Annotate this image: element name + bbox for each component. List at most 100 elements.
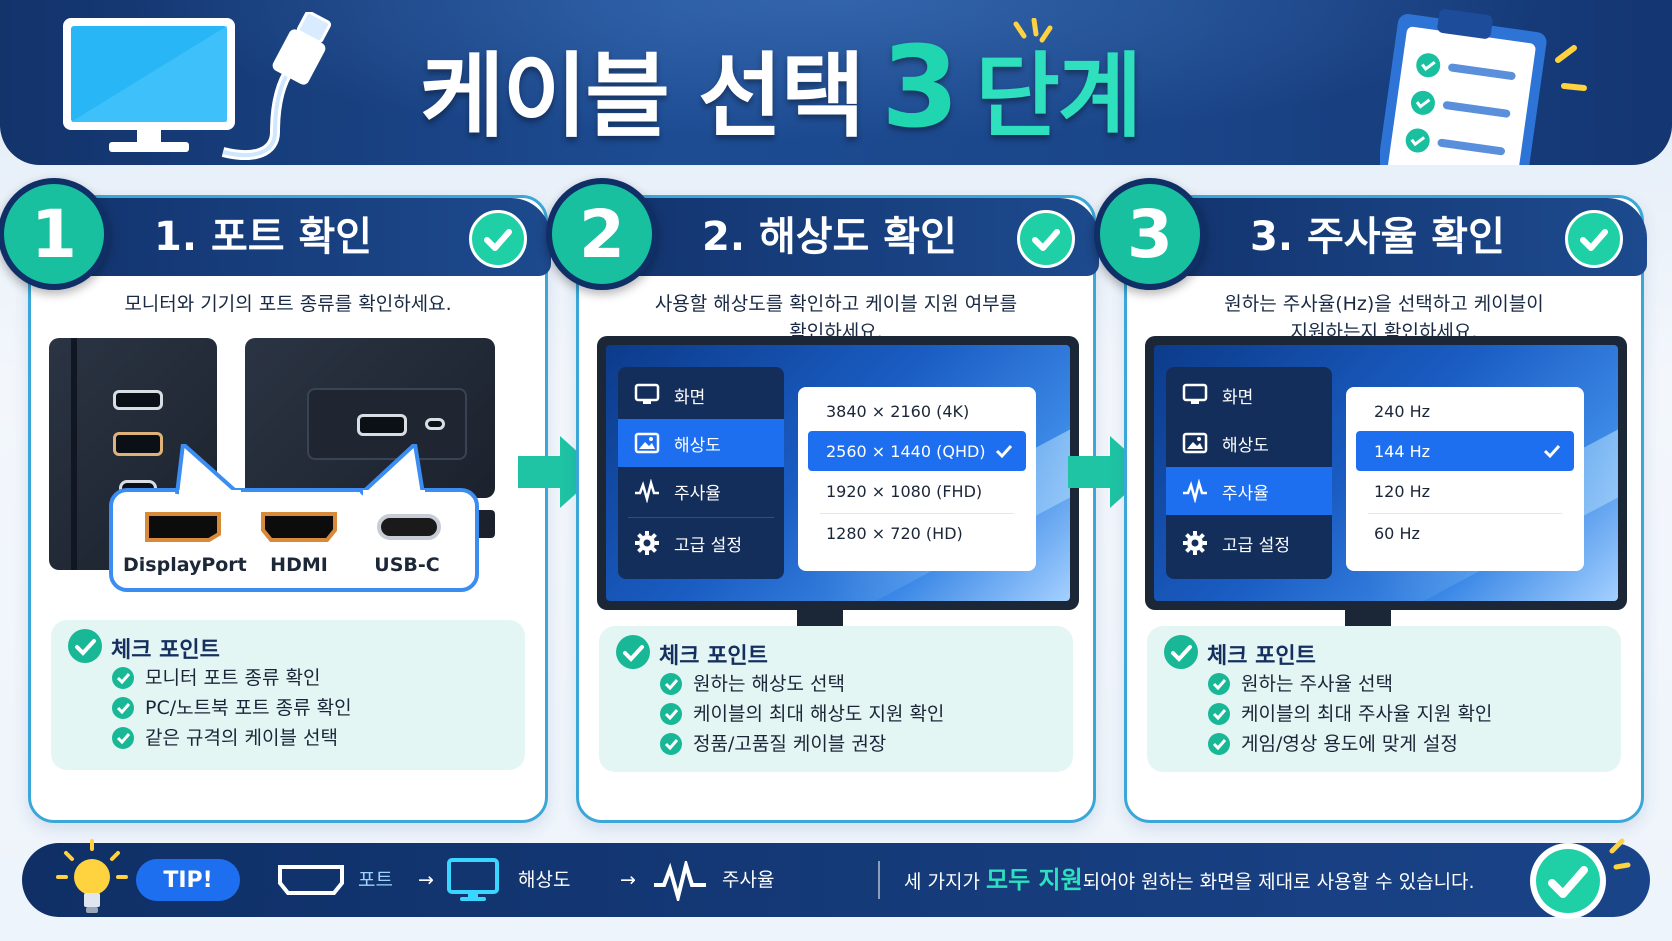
step-3-title: 3. 주사율 확인 [1250,214,1505,260]
image-icon [634,432,660,454]
checkpoint-item: 게임/영상 용도에 맞게 설정 [1208,730,1458,758]
menu-item-display[interactable]: 화면 [618,371,784,419]
checkpoint-item: PC/노트북 포트 종류 확인 [112,694,352,722]
monitor-cable-icon [63,12,332,160]
port-label-usb-c: USB-C [374,554,440,576]
check-icon [660,733,682,755]
description-line: 원하는 주사율(Hz)을 선택하고 케이블이 [1224,293,1544,315]
step-3-panel: 3 3. 주사율 확인 원하는 주사율(Hz)을 선택하고 케이블이 지원하는지… [1094,178,1647,823]
step-2-checkpoints: 체크 포인트 원하는 해상도 선택 케이블의 최대 해상도 지원 확인 정품/고… [599,626,1073,772]
check-icon [112,667,134,689]
check-icon [660,673,682,695]
menu-item-refresh-rate[interactable]: 주사율 [618,467,784,515]
resolution-option[interactable]: 1280 × 720 (HD) [808,513,1026,553]
tip-bar: TIP! 포트 → 해상도 → 주사율 세 가지가 모두 지원되어야 원하는 화… [22,838,1650,919]
pulse-icon [654,861,706,901]
image-icon [1182,432,1208,454]
tip-message: 세 가지가 모두 지원되어야 원하는 화면을 제대로 사용할 수 있습니다. [904,863,1475,897]
check-icon [1208,703,1230,725]
check-icon [112,697,134,719]
option-label: 2560 × 1440 (QHD) [826,441,986,461]
checkpoint-item: 모니터 포트 종류 확인 [112,664,321,692]
divider [878,861,880,899]
checkpoint-item: 케이블의 최대 해상도 지원 확인 [660,700,944,728]
checkpoint-text: 원하는 해상도 선택 [693,673,845,695]
displayport-icon [113,432,163,456]
description-line: 사용할 해상도를 확인하고 케이블 지원 여부를 [654,293,1018,315]
checkpoint-text: PC/노트북 포트 종류 확인 [145,697,352,719]
checkpoint-text: 모니터 포트 종류 확인 [145,667,321,689]
settings-menu: 화면 해상도 주사율 고급 설정 [1166,367,1332,579]
gear-icon [635,531,659,555]
monitor-screen: 화면 해상도 주사율 고급 설정 240 Hz 144 Hz [1154,345,1618,601]
refresh-option[interactable]: 120 Hz [1356,471,1574,511]
menu-label: 고급 설정 [674,535,742,556]
refresh-option-selected[interactable]: 144 Hz [1356,431,1574,471]
monitor-icon [634,383,660,404]
checkpoint-text: 정품/고품질 케이블 권장 [693,733,887,755]
tip-flow-resolution: 해상도 [518,869,571,891]
step-1-number: 1 [0,178,110,290]
check-icon [469,210,527,268]
option-label: 144 Hz [1374,441,1431,461]
menu-item-advanced[interactable]: 고급 설정 [1166,519,1332,567]
checkpoint-item: 정품/고품질 케이블 권장 [660,730,887,758]
option-label: 60 Hz [1374,523,1420,543]
step-3-header: 3 3. 주사율 확인 [1094,178,1647,290]
tip-flow-arrow: → [620,869,636,891]
menu-item-refresh-rate[interactable]: 주사율 [1166,467,1332,515]
option-label: 1920 × 1080 (FHD) [826,481,983,501]
step-1-header: 1 1. 포트 확인 [0,178,551,290]
tip-flow-arrow: → [418,869,434,891]
refresh-option[interactable]: 240 Hz [1356,391,1574,431]
clipboard-icon [1380,9,1587,165]
resolution-option[interactable]: 3840 × 2160 (4K) [808,391,1026,431]
monitor-refresh-settings: 화면 해상도 주사율 고급 설정 240 Hz 144 Hz [1145,336,1627,610]
title-number: 3 [881,23,959,153]
check-icon [68,629,102,663]
refresh-option[interactable]: 60 Hz [1356,513,1574,553]
menu-label: 주사율 [674,483,721,504]
pulse-icon [1183,479,1207,503]
menu-label: 고급 설정 [1222,535,1290,556]
menu-item-advanced[interactable]: 고급 설정 [618,519,784,567]
displayport-icon [145,512,221,542]
resolution-option[interactable]: 1920 × 1080 (FHD) [808,471,1026,511]
checkpoint-item: 같은 규격의 케이블 선택 [112,724,338,752]
lightbulb-icon [56,839,128,913]
monitor-back-ports-image [245,338,495,498]
refresh-rate-options: 240 Hz 144 Hz 120 Hz 60 Hz [1346,387,1584,571]
checkpoint-text: 같은 규격의 케이블 선택 [145,727,338,749]
tip-badge: TIP! [136,859,240,901]
hdmi-port-icon [278,865,344,895]
check-icon [1543,444,1561,459]
port-label-displayport: DisplayPort [123,554,247,576]
monitor-screen: 화면 해상도 주사율 고급 설정 3840 × 2160 (4K) [606,345,1070,601]
checkpoint-title: 체크 포인트 [659,644,768,669]
menu-item-resolution[interactable]: 해상도 [618,419,784,467]
checkpoint-item: 케이블의 최대 주사율 지원 확인 [1208,700,1492,728]
check-icon [616,635,650,669]
checkpoint-text: 게임/영상 용도에 맞게 설정 [1241,733,1458,755]
resolution-option-selected[interactable]: 2560 × 1440 (QHD) [808,431,1026,471]
settings-menu: 화면 해상도 주사율 고급 설정 [618,367,784,579]
option-label: 3840 × 2160 (4K) [826,401,970,421]
menu-item-resolution[interactable]: 해상도 [1166,419,1332,467]
port-callout: DisplayPort HDMI USB-C [109,444,479,592]
hdmi-port-icon [261,512,337,542]
page-title: 케이블 선택 3 단계 [420,23,1142,153]
check-icon [112,727,134,749]
step-1-title: 1. 포트 확인 [154,214,373,260]
check-icon [1208,673,1230,695]
menu-item-display[interactable]: 화면 [1166,371,1332,419]
tip-flow-port: 포트 [358,869,393,891]
tip-flow-refresh: 주사율 [722,869,775,891]
monitor-icon [1182,383,1208,404]
option-label: 1280 × 720 (HD) [826,523,963,543]
pulse-icon [635,479,659,503]
step-3-number: 3 [1094,178,1206,290]
checkpoint-text: 원하는 주사율 선택 [1241,673,1393,695]
title-text: 케이블 선택 [420,42,865,150]
usb-c-port-icon [377,514,441,540]
check-icon [1530,838,1631,919]
